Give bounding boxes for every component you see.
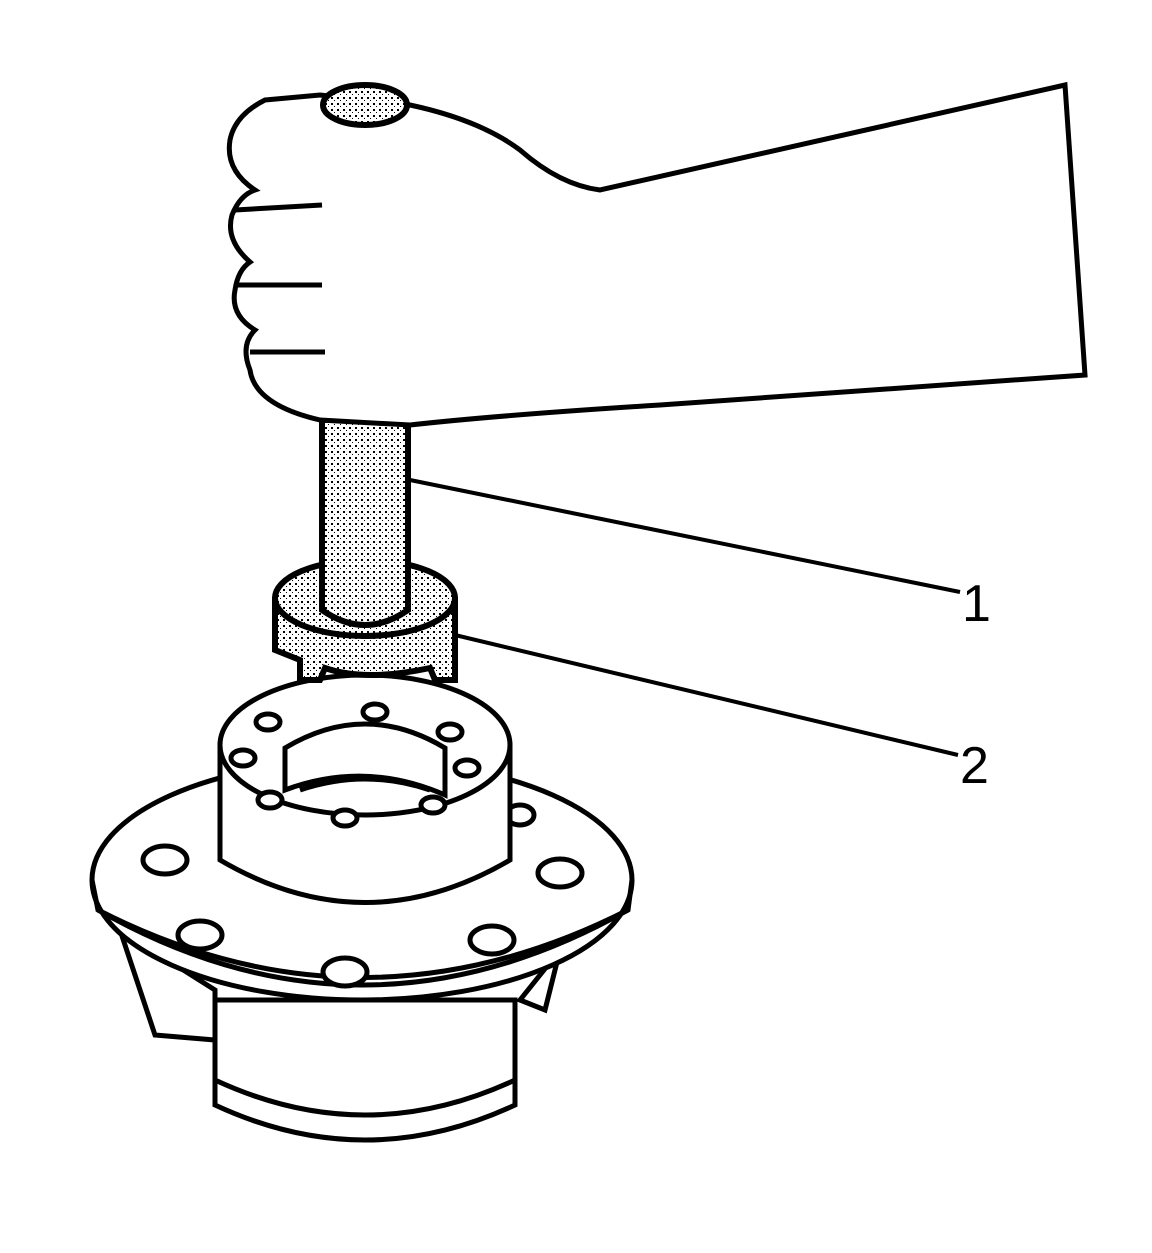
callout-1: 1 — [962, 575, 991, 633]
callout-2: 2 — [960, 737, 989, 795]
wheel-hub — [89, 672, 635, 1143]
tool-handle — [319, 412, 411, 628]
leader-lines — [409, 478, 961, 757]
hand — [226, 81, 1088, 428]
